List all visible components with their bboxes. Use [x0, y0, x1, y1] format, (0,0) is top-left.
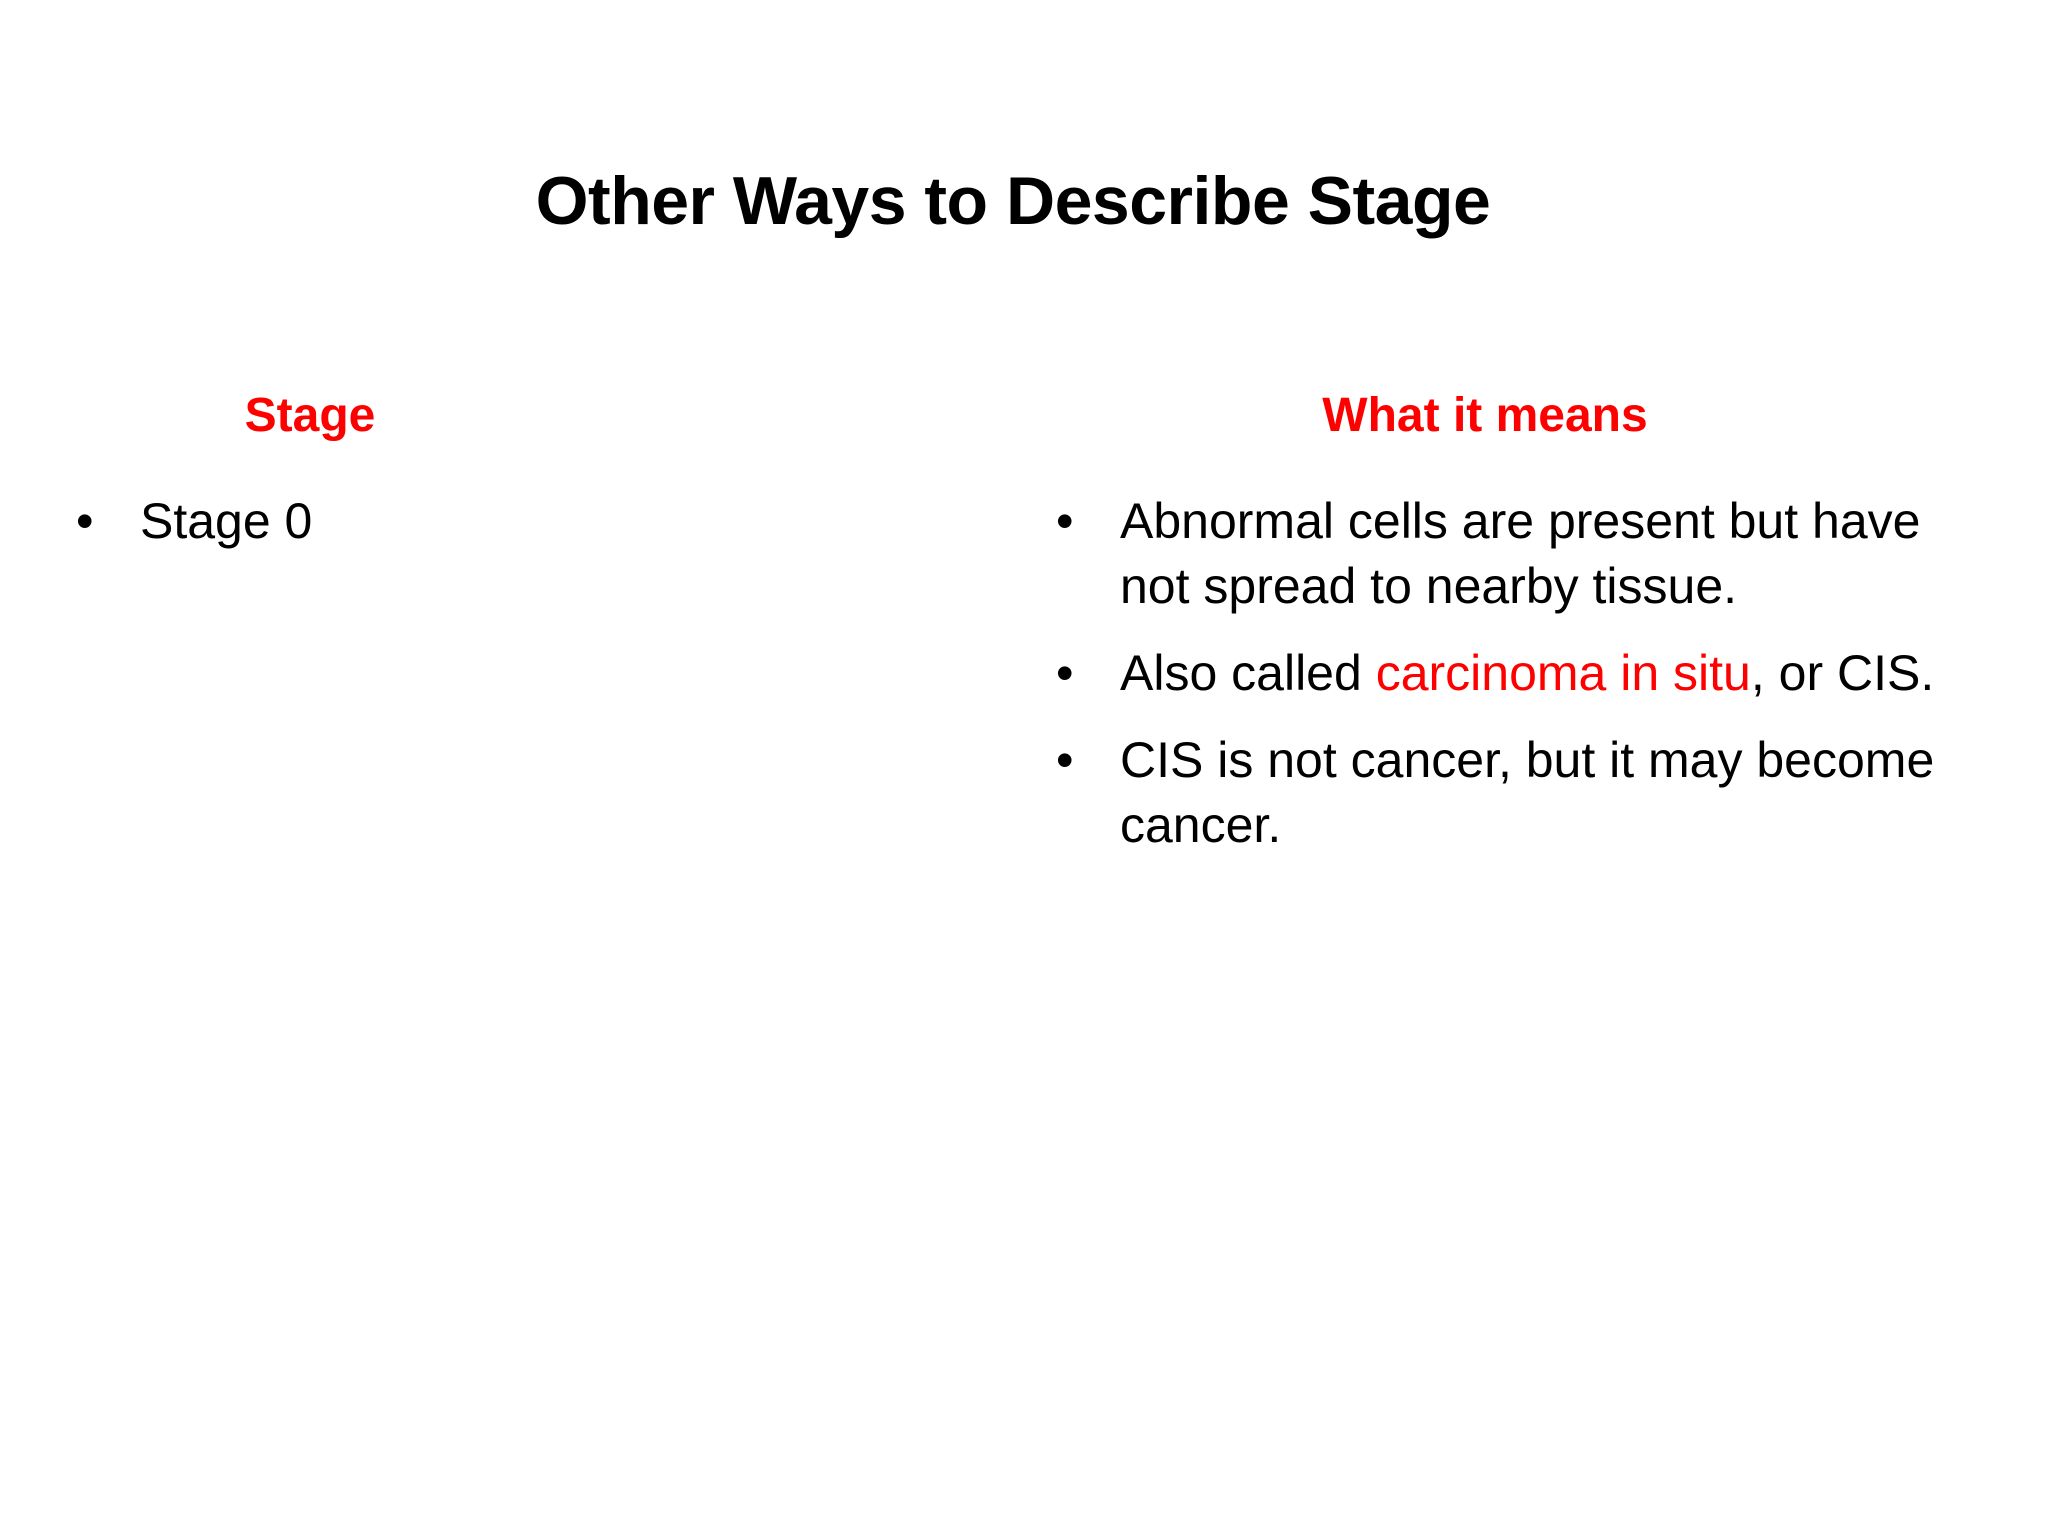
- column-heading-stage: Stage: [244, 389, 376, 442]
- list-item-label: Stage 0: [140, 492, 313, 549]
- list-item: • Stage 0: [60, 489, 900, 554]
- bullet-icon: •: [1056, 492, 1074, 549]
- bullet-icon: •: [1056, 731, 1074, 788]
- column-heading-what-it-means: What it means: [1322, 389, 1648, 442]
- two-column-body: Stage • Stage 0 What it means • Abnormal …: [0, 389, 2048, 1150]
- column-stage: Stage • Stage 0: [60, 389, 1060, 554]
- list-item: • Abnormal cells are present but have not…: [1040, 489, 1940, 619]
- bullet-icon: •: [76, 492, 94, 549]
- page-title: Other Ways to Describe Stage: [535, 162, 1491, 239]
- list-item-label: Abnormal cells are present but have not …: [1120, 493, 1920, 614]
- column-what-it-means: What it means • Abnormal cells are presen…: [1040, 389, 1940, 858]
- what-it-means-bullet-list: • Abnormal cells are present but have not…: [1040, 489, 1940, 858]
- text-run: Abnormal cells are present but have not …: [1120, 492, 1921, 614]
- list-item: • CIS is not cancer, but it may become ca…: [1040, 728, 1940, 858]
- text-run: Also called: [1120, 644, 1376, 701]
- text-run: CIS is not cancer, but it may become can…: [1120, 731, 1935, 853]
- text-run: , or CIS.: [1750, 644, 1935, 701]
- list-item-label: Also called carcinoma in situ, or CIS.: [1120, 645, 1934, 701]
- stage-bullet-list: • Stage 0: [60, 489, 1060, 554]
- highlighted-term: carcinoma in situ: [1375, 644, 1751, 701]
- list-item-label: CIS is not cancer, but it may become can…: [1120, 732, 1934, 853]
- list-item: • Also called carcinoma in situ, or CIS.: [1040, 641, 1940, 706]
- bullet-icon: •: [1056, 644, 1074, 701]
